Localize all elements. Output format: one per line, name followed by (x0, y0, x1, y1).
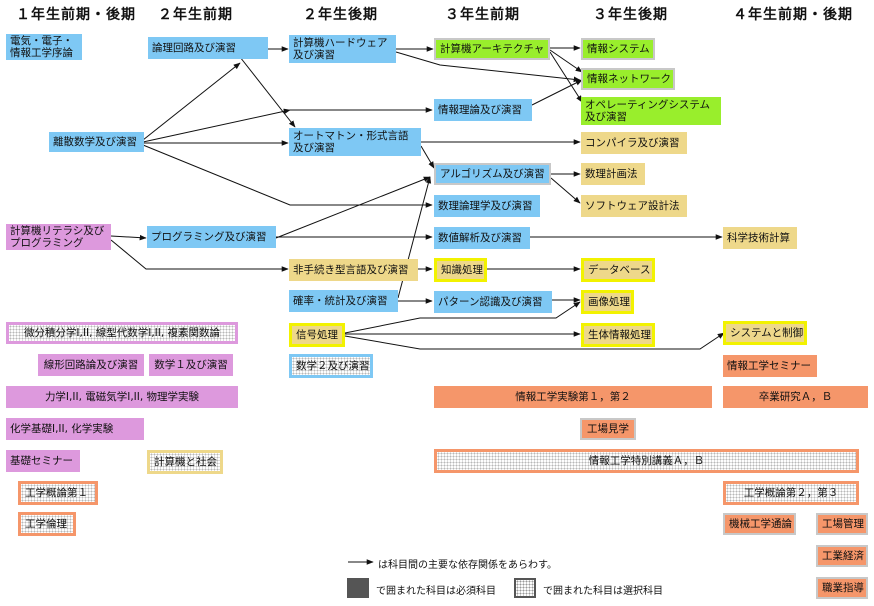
arrow-shingo-gazo (344, 301, 581, 334)
arrow-hardware-network (395, 51, 581, 83)
course-pattern: パターン認識及び演習 (434, 291, 552, 313)
course-kagaku: 化学基礎I,II, 化学実験 (6, 418, 144, 440)
arrow-literacy-programming (110, 234, 147, 241)
course-kogyo-keizai: 工業経済 (816, 545, 868, 567)
header-year3-second: ３年生後期 (593, 7, 668, 23)
arrow-programming-algorithm (275, 176, 431, 239)
course-tokubetsu: 情報工学特別講義Ａ，Ｂ (434, 449, 859, 473)
course-suri-ronri: 数理論理学及び演習 (434, 195, 540, 217)
legend-required-swatch (347, 578, 369, 598)
course-shokugyo: 職業指導 (816, 577, 868, 599)
course-network: 情報ネットワーク (581, 68, 675, 90)
course-seitai: 生体情報処理 (581, 323, 655, 347)
course-kikai: 機械工学通論 (723, 513, 796, 535)
course-programming: プログラミング及び演習 (147, 226, 276, 248)
course-kagaku-keisan: 科学技術計算 (723, 227, 797, 249)
header-year4: ４年生前期・後期 (733, 7, 853, 23)
course-risan: 離散数学及び演習 (49, 132, 144, 152)
arrow-shingo-system (344, 332, 725, 350)
course-kogaku-rinri: 工学倫理 (18, 512, 76, 536)
course-suri-keikaku: 数理計画法 (581, 163, 645, 185)
course-hitetsuzuki: 非手続き型言語及び演習 (289, 259, 418, 281)
course-joho-riron: 情報理論及び演習 (434, 99, 532, 121)
course-joho-system: 情報システム (581, 38, 655, 60)
course-kogaku-gairon1: 工学概論第１ (18, 481, 98, 505)
course-algorithm: アルゴリズム及び演習 (434, 163, 551, 185)
arrow-algo-software (550, 177, 581, 204)
course-sugaku1: 数学１及び演習 (149, 354, 233, 376)
legend-required-text: で囲まれた科目は必須科目 (376, 586, 496, 597)
legend-arrow-icon (348, 559, 374, 565)
course-kojo: 工場見学 (580, 418, 636, 440)
course-bibun: 微分積分学I,II, 線型代数学I,II, 複素関数論 (6, 322, 238, 344)
course-automaton: オートマトン・形式言語 及び演習 (289, 128, 421, 156)
course-kakuritsu: 確率・統計及び演習 (289, 290, 398, 312)
arrow-risan-suriron (142, 144, 433, 208)
arrow-literacy-hitetsuzuki (110, 239, 289, 272)
header-year1: １年生前期・後期 (16, 7, 136, 23)
course-shingo: 信号処理 (289, 323, 345, 347)
course-denki-joron: 電気・電子・ 情報工学序論 (6, 34, 82, 60)
arrow-jouhoriron-network (531, 79, 583, 106)
course-kiso-seminar: 基礎セミナー (6, 450, 80, 472)
arrow-risan-jouhoriron (142, 108, 291, 143)
course-sotsugyo: 卒業研究Ａ，Ｂ (723, 386, 868, 408)
course-literacy: 計算機リテラシ及び プログラミング (6, 224, 111, 250)
course-keisanki-shakai: 計算機と社会 (147, 450, 223, 474)
arrow-arch-os (549, 51, 583, 103)
arrow-risan-ronri (142, 62, 241, 141)
course-rikigaku: 力学I,II, 電磁気学I,II, 物理学実験 (6, 386, 238, 408)
arrow-automaton-algorithm (420, 145, 435, 169)
course-kojo-kanri: 工場管理 (816, 513, 868, 535)
arrow-ronri-automaton (239, 56, 296, 128)
arrow-arch-network (549, 49, 583, 73)
course-senkei-kairo: 線形回路論及び演習 (38, 354, 144, 376)
legend-elective-text: で囲まれた科目は選択科目 (543, 586, 663, 597)
course-software: ソフトウェア設計法 (581, 195, 687, 217)
course-architecture: 計算機アーキテクチャ (434, 38, 550, 60)
course-ronri: 論理回路及び演習 (148, 37, 268, 59)
course-jikken: 情報工学実験第１，第２ (434, 386, 712, 408)
course-seminar: 情報工学セミナー (723, 355, 817, 377)
course-os: オペレーティングシステム 及び演習 (581, 97, 721, 125)
legend-elective-swatch (514, 578, 536, 598)
legend-arrow-text: は科目間の主要な依存関係をあらわす。 (378, 560, 557, 571)
course-sugaku2: 数学２及び演習 (289, 354, 373, 378)
course-database: データベース (581, 258, 655, 282)
course-suchi: 数値解析及び演習 (434, 227, 530, 249)
course-gazo: 画像処理 (581, 290, 634, 314)
header-year3-first: ３年生前期 (445, 7, 520, 23)
course-kogaku-gairon2: 工学概論第２，第３ (723, 481, 859, 505)
header-year2-second: ２年生後期 (303, 7, 378, 23)
course-chishiki: 知識処理 (434, 258, 487, 282)
header-year2-first: ２年生前期 (158, 7, 233, 23)
course-hardware: 計算機ハードウェア 及び演習 (289, 35, 396, 63)
course-compiler: コンパイラ及び演習 (581, 132, 687, 154)
course-system-seigyo: システムと制御 (723, 321, 807, 345)
